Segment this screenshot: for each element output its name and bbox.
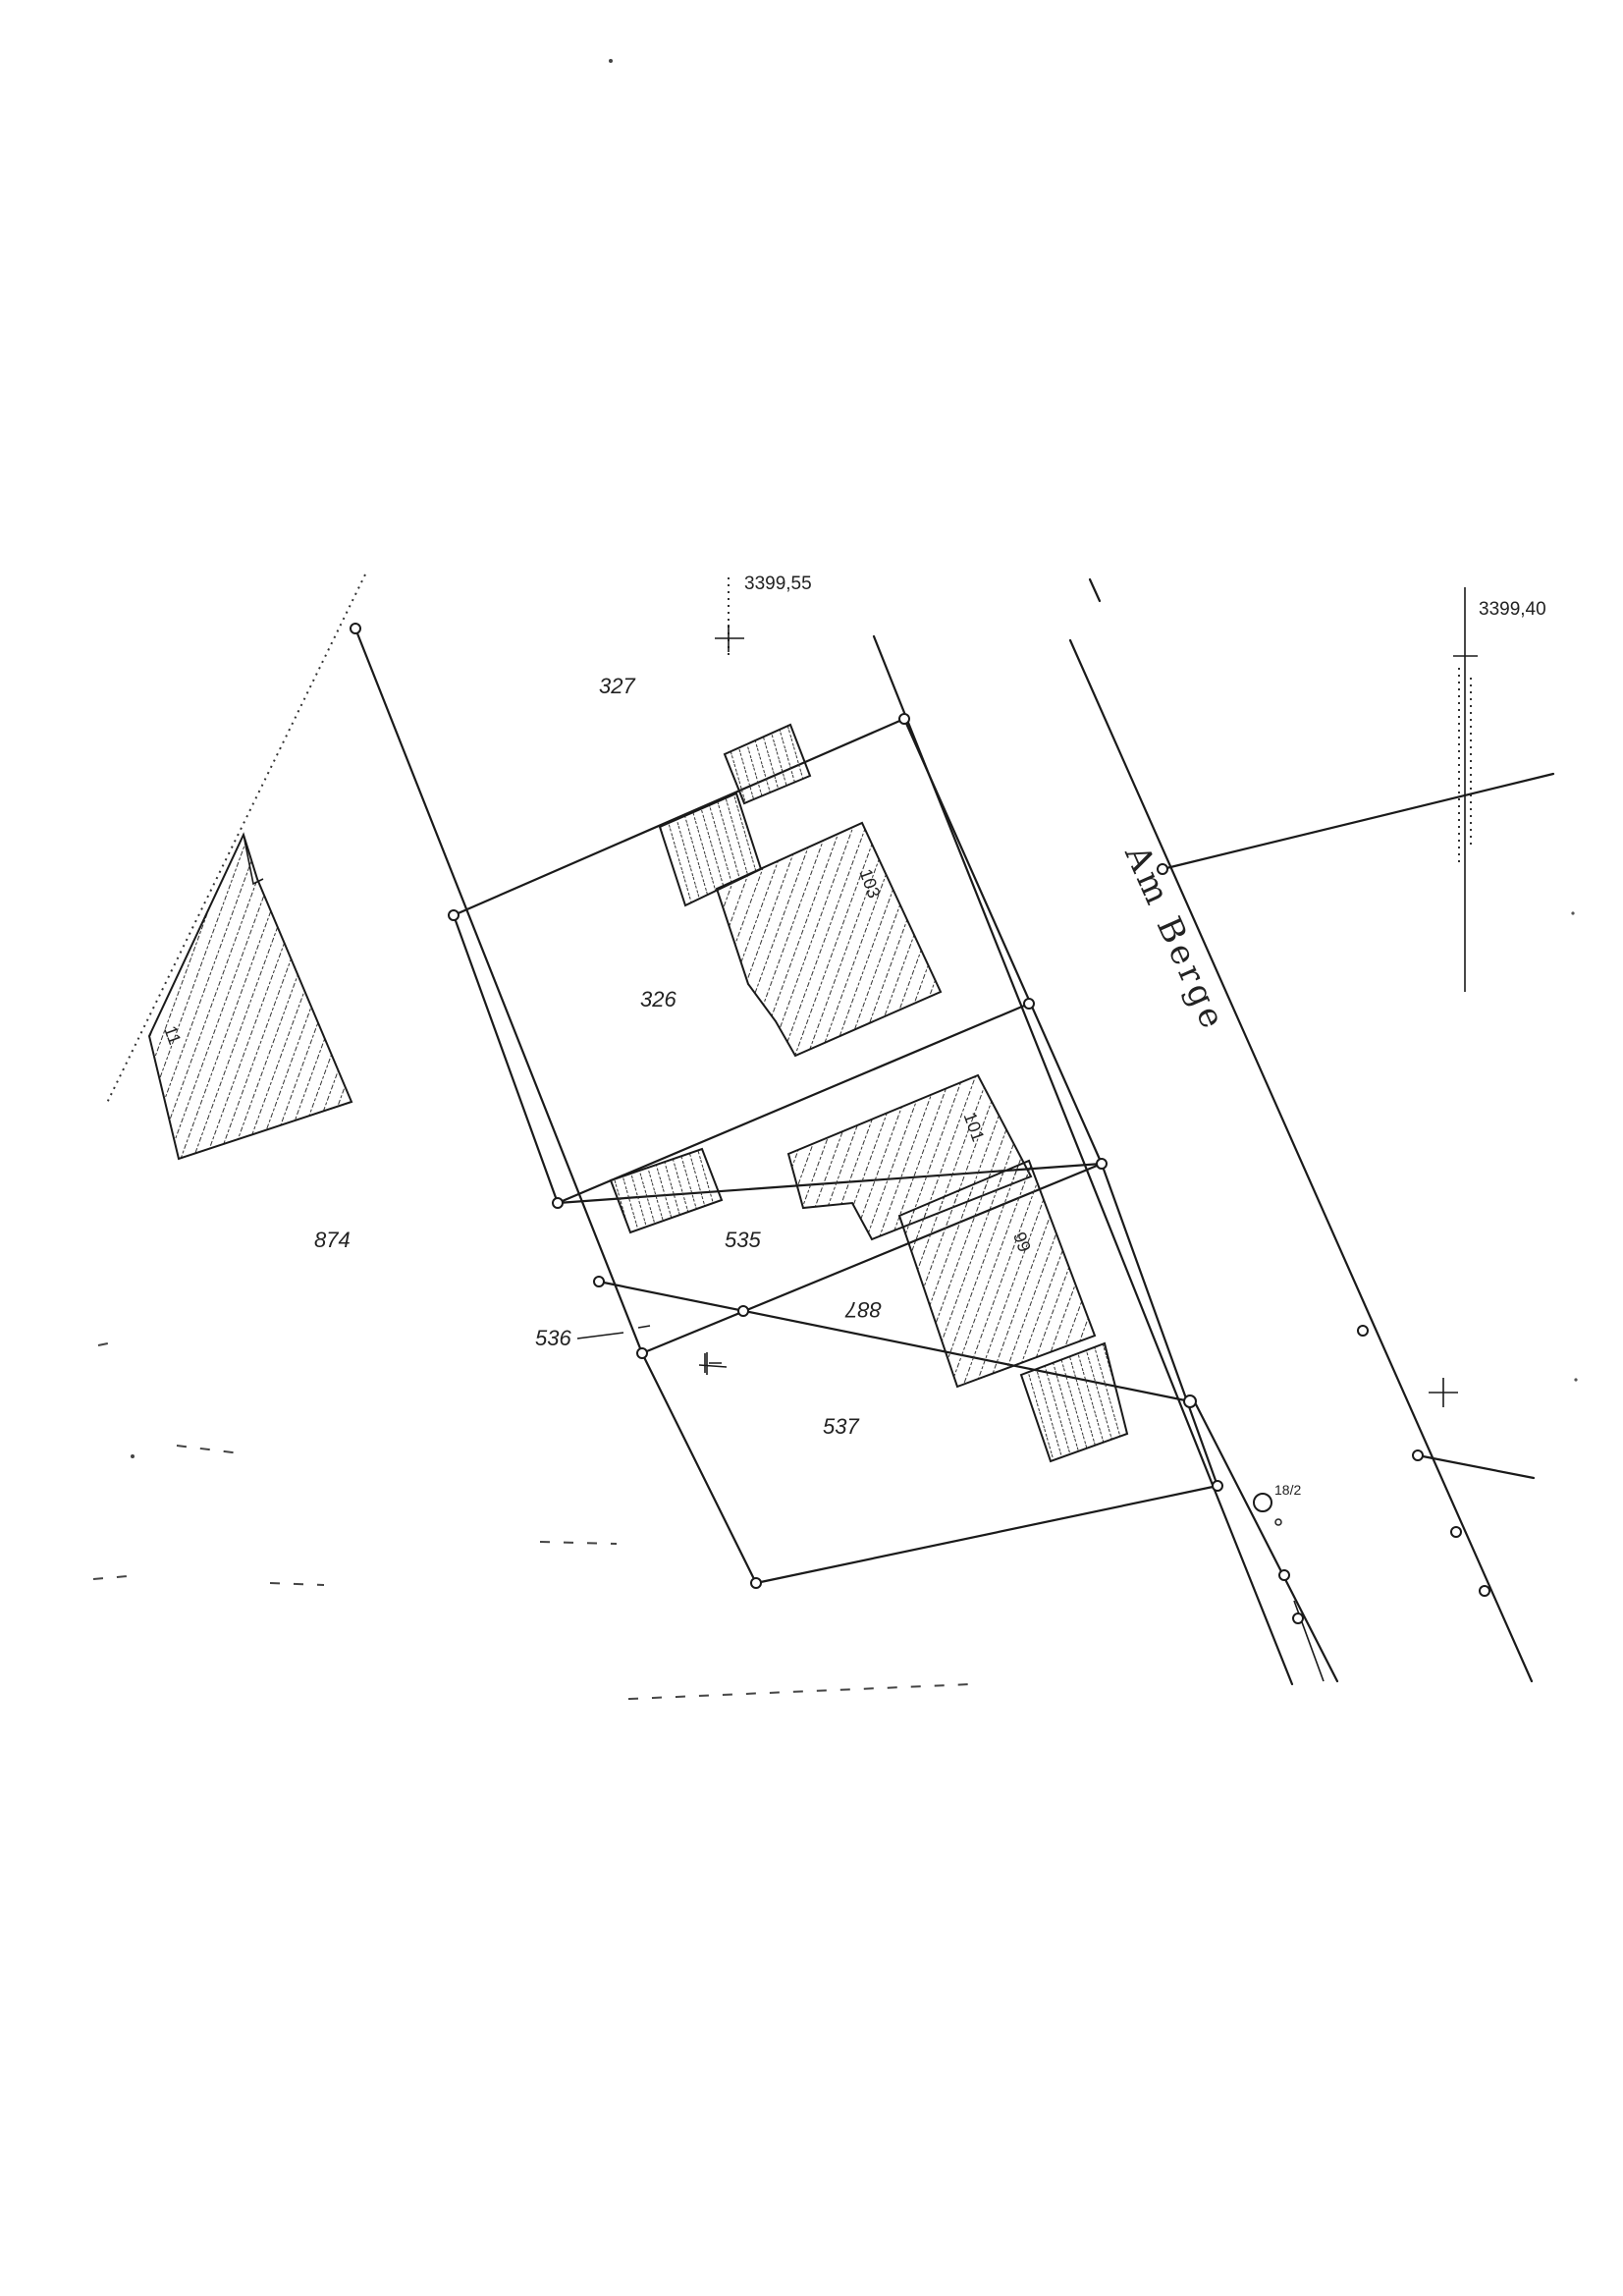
parcel-label-326: 326 [640, 987, 676, 1011]
parcel-label-536: 536 [535, 1326, 571, 1350]
point-marker-dot [1274, 1518, 1282, 1526]
parcel-line-east-top [1161, 772, 1555, 871]
point-marker-circle [1253, 1493, 1272, 1512]
parcel-boundary-326-535 [556, 1002, 1031, 1205]
street-name-label: Am Berge [1116, 839, 1233, 1038]
parcel-boundary-326-inner [452, 913, 560, 1205]
building-99 [897, 1159, 1097, 1389]
dashed-line-2 [92, 1541, 618, 1586]
building-103 [715, 821, 943, 1058]
grid-cross-left [698, 1352, 728, 1375]
parcel-boundary-327-326 [452, 717, 906, 917]
outbuilding-99-rear [1019, 1341, 1129, 1463]
parcel-label-874: 874 [314, 1228, 351, 1252]
road-edge-lower [1194, 1402, 1339, 1683]
grid-cross-top-center [715, 625, 744, 652]
street-boundary-right [1068, 638, 1534, 1683]
parcel-boundary-537-south [754, 1484, 1219, 1585]
point-marker-label: 18/2 [1274, 1482, 1301, 1498]
parcel-line-east-bottom [1416, 1453, 1536, 1480]
building-11 [147, 832, 353, 1161]
scan-specks [131, 59, 1578, 1458]
grid-cross-right [1429, 1378, 1458, 1407]
parcel-label-327: 327 [599, 674, 635, 698]
parcel-boundary-537-east [1100, 1162, 1219, 1488]
dashed-line-3 [627, 1683, 973, 1700]
street-side-line [1088, 577, 1102, 603]
parcel-label-537: 537 [823, 1414, 859, 1439]
parcel-label-535: 535 [725, 1228, 761, 1252]
coordinate-label-top-right: 3399,40 [1479, 599, 1546, 620]
street-boundary-left [872, 634, 1294, 1686]
survey-tick-marks [637, 1325, 722, 1373]
outbuilding-535 [609, 1147, 724, 1234]
dashed-line-1 [97, 1342, 242, 1454]
parcel-boundary-west [353, 627, 758, 1585]
grid-line-top-right-dots [1458, 668, 1472, 864]
parcel-boundary-326-east [902, 717, 1104, 1166]
parcel-label-536-leader [576, 1332, 624, 1339]
outbuilding-327 [723, 723, 812, 805]
parcel-label-887: 887 [845, 1297, 882, 1322]
building-11-gable [243, 834, 264, 886]
boundary-points [350, 623, 1490, 1624]
coordinate-label-top-center: 3399,55 [744, 574, 812, 594]
